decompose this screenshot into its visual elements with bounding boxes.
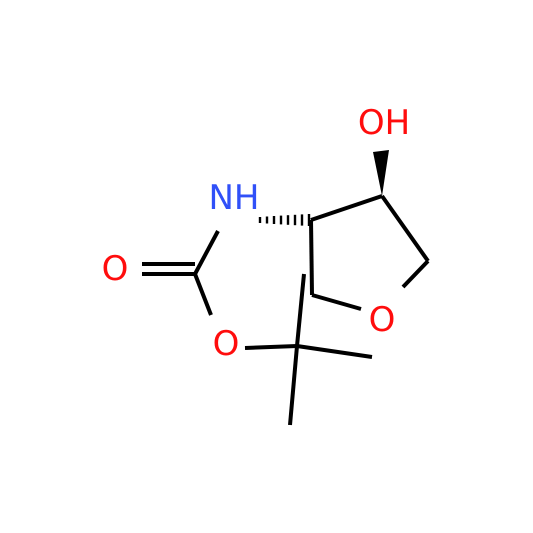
atom-labels: OH NH O O O bbox=[102, 103, 411, 364]
atom-amide-nitrogen-label: NH bbox=[209, 178, 260, 218]
bond-ch2-ringO bbox=[401, 259, 430, 289]
bond-N-carbonylC bbox=[193, 230, 220, 275]
atom-carbonyl-oxygen-label: O bbox=[102, 249, 129, 289]
atom-ring-oxygen-label: O bbox=[369, 300, 396, 340]
wedge-bond-OH bbox=[373, 150, 389, 196]
atom-ester-oxygen-label: O bbox=[213, 324, 240, 364]
atom-hydroxyl-label: OH bbox=[358, 103, 410, 143]
bond-tBu-methyl-down bbox=[288, 345, 299, 426]
bond-esterO-tBuC bbox=[244, 344, 298, 350]
bond-ch2b-cN bbox=[309, 219, 314, 296]
bond-cN-cOH bbox=[310, 194, 383, 222]
bond-tBu-methyl-up bbox=[295, 273, 306, 347]
bonds bbox=[142, 150, 430, 426]
bond-cOH-ch2 bbox=[380, 194, 430, 263]
bond-carbonylC-esterO bbox=[193, 273, 213, 316]
bond-tBu-methyl-right bbox=[296, 344, 373, 359]
bond-ringO-ch2b bbox=[311, 293, 362, 311]
hash-bond-NH bbox=[258, 214, 311, 226]
